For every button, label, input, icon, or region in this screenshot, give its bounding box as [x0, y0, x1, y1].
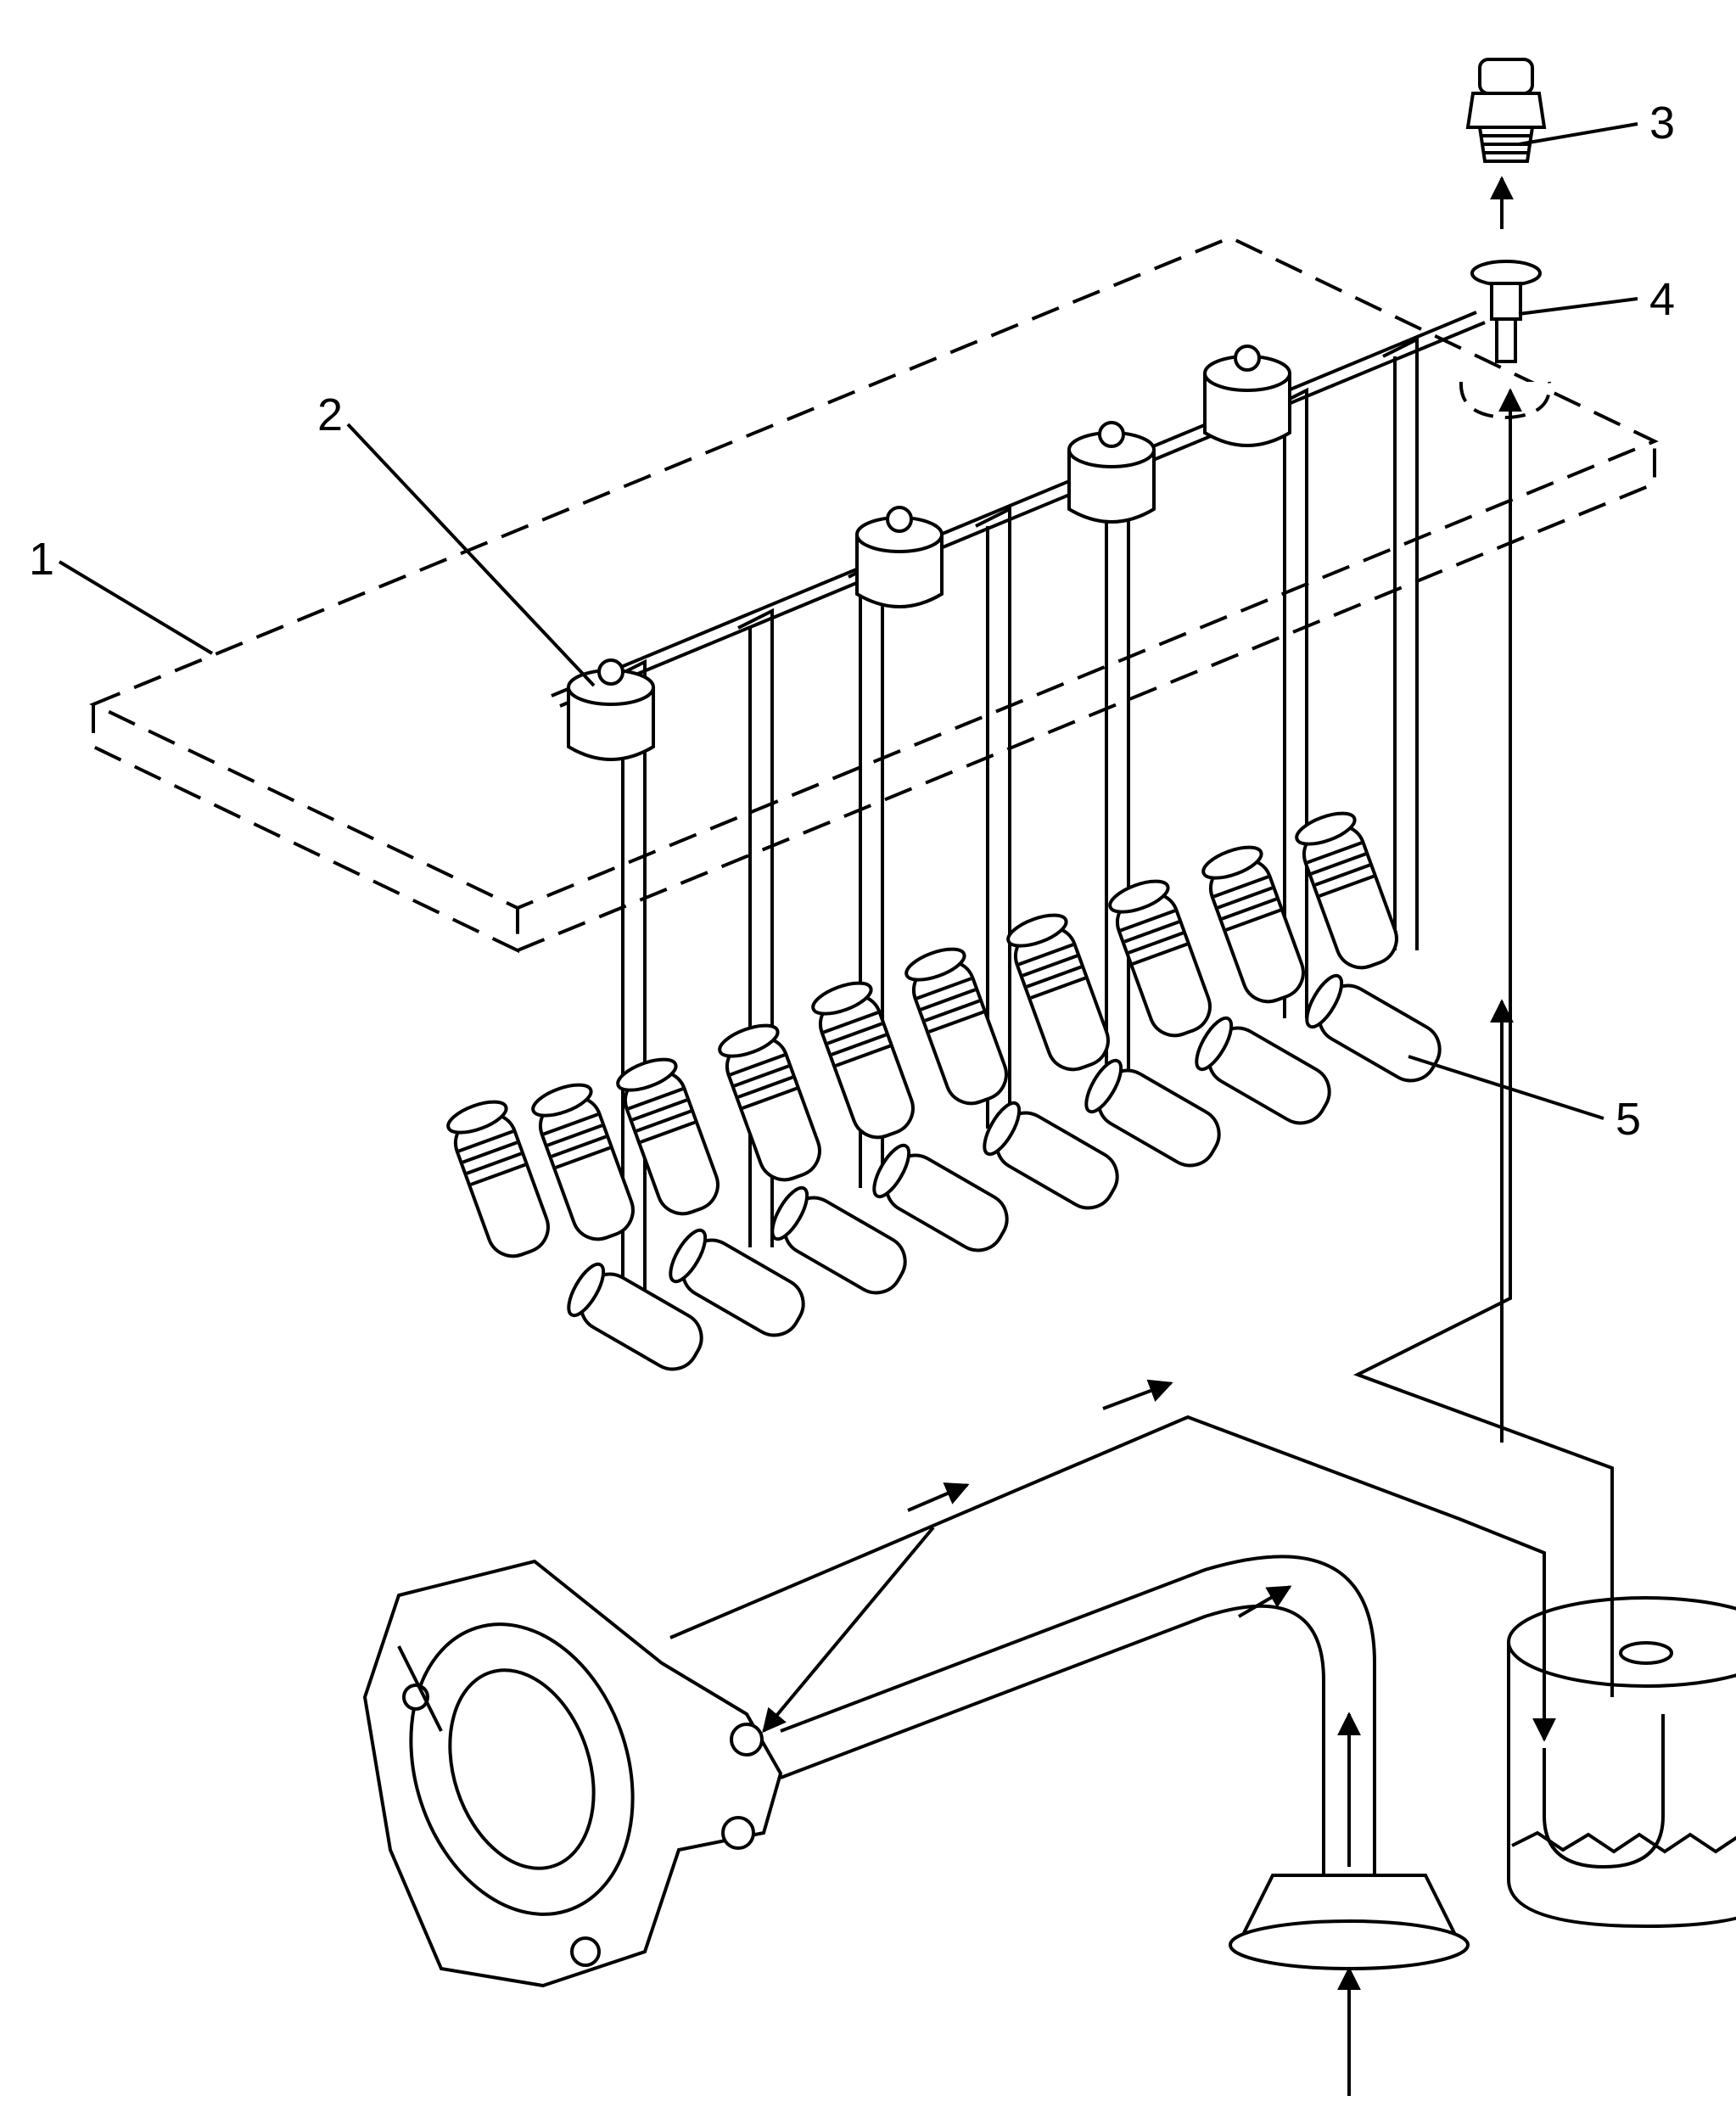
lifter — [1084, 1058, 1221, 1168]
feed-tube — [1094, 455, 1130, 1078]
lifter — [983, 1101, 1119, 1210]
flow-arrow — [907, 1482, 970, 1512]
feed-tube — [1382, 336, 1419, 950]
lifter — [446, 1100, 550, 1258]
oil-pressure-sensor — [1465, 58, 1547, 163]
valve-lifters — [446, 811, 1442, 1371]
oil-flow-path — [669, 176, 1614, 2096]
oil-screen-fitting — [1459, 260, 1552, 420]
flow-arrow — [1352, 388, 1614, 1697]
lifter — [531, 1083, 635, 1241]
solenoid — [1203, 345, 1291, 447]
lifter — [1295, 811, 1398, 970]
oil-filter — [1507, 1596, 1736, 1929]
flow-arrow — [669, 1415, 1556, 1742]
oil-pickup-tube — [780, 1555, 1470, 1970]
lifter — [1195, 1016, 1331, 1125]
lifter — [1006, 913, 1110, 1072]
flow-arrow — [762, 1526, 935, 1734]
solenoid — [567, 658, 655, 761]
solenoid-valves — [567, 345, 1291, 761]
callout-4: 4 — [1649, 274, 1676, 325]
lifter — [616, 1057, 720, 1216]
callout-2: 2 — [317, 389, 344, 440]
oil-pump — [362, 1559, 783, 1988]
flow-arrow — [1237, 1585, 1292, 1618]
engine-block-outline — [89, 235, 1659, 954]
lifter — [904, 947, 1008, 1106]
lifter — [718, 1023, 821, 1182]
leader-lines — [58, 122, 1638, 1120]
callout-1: 1 — [29, 534, 55, 585]
callout-5: 5 — [1616, 1094, 1642, 1145]
lifter — [1201, 845, 1305, 1004]
flow-arrow — [1102, 1379, 1173, 1410]
lifter — [811, 981, 915, 1140]
solenoid — [1067, 421, 1156, 524]
solenoid — [855, 506, 944, 608]
lifter — [770, 1185, 907, 1295]
callout-3: 3 — [1649, 98, 1676, 148]
lifter — [567, 1262, 703, 1371]
lifter — [1108, 879, 1212, 1038]
oil-gallery-rail — [551, 311, 1486, 708]
lifter — [872, 1143, 1009, 1252]
lifter — [669, 1228, 805, 1337]
